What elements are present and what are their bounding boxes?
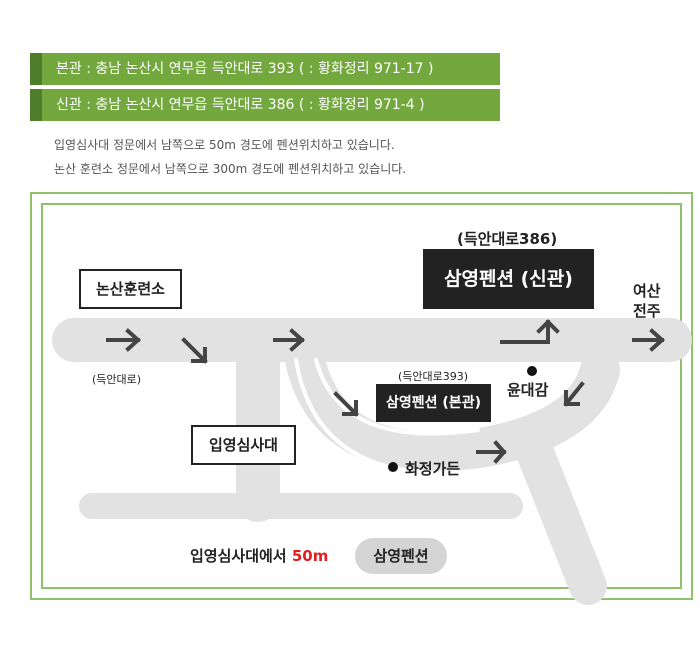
note-line-1: 입영심사대 정문에서 남쪽으로 50m 경도에 펜션위치하고 있습니다.: [54, 138, 395, 152]
diagonal-road: [511, 421, 607, 605]
annex-pension-label: 삼영펜션 (신관): [423, 249, 594, 309]
map-inner-frame: [41, 203, 682, 589]
road-left-label: (득안대로): [92, 373, 142, 386]
arrow-southwest-icon: [563, 381, 585, 407]
arrow-east-1-icon: [106, 328, 141, 352]
footer-pension-pill: 삼영펜션: [355, 538, 447, 574]
annex-road-label: (득안대로386): [457, 230, 558, 248]
arrow-east-4-icon: [476, 440, 507, 464]
footer-distance-text: 입영심사대에서 50m: [190, 545, 328, 566]
yundaegam-marker-icon: [527, 366, 537, 376]
main-address-bar: 본관 : 충남 논산시 연무읍 득안대로 393 ( : 황화정리 971-17…: [30, 53, 500, 85]
garden-marker-icon: [388, 462, 398, 472]
reception-label: 입영심사대: [191, 425, 296, 465]
arrow-east-2-icon: [273, 328, 305, 352]
destination-line-1: 여산: [633, 282, 661, 300]
arrow-southeast-1-icon: [181, 337, 208, 364]
arrow-east-3-icon: [632, 328, 665, 352]
arrow-turn-up-icon: [500, 319, 560, 344]
annex-address-text: 신관 : 충남 논산시 연무읍 득안대로 386 ( : 황화정리 971-4 …: [56, 97, 425, 113]
destination-label: 여산 전주: [633, 281, 661, 321]
arrow-southeast-2-icon: [333, 391, 359, 417]
curve-road: [285, 340, 620, 472]
main-road-label: (득안대로393): [398, 370, 469, 383]
curve-road-lane-2: [314, 358, 480, 436]
footer-distance: 50m: [291, 547, 329, 565]
annex-address-bar: 신관 : 충남 논산시 연무읍 득안대로 386 ( : 황화정리 971-4 …: [30, 89, 500, 121]
garden-label: 화정가든: [405, 460, 461, 478]
footer-prefix: 입영심사대에서: [190, 547, 287, 565]
training-center-label: 논산훈련소: [79, 269, 182, 309]
destination-line-2: 전주: [633, 302, 661, 320]
main-pension-label: 삼영펜션 (본관): [376, 384, 491, 422]
note-line-2: 논산 훈련소 정문에서 남쪽으로 300m 경도에 펜션위치하고 있습니다.: [54, 162, 407, 176]
curve-road-lane-1: [294, 358, 484, 475]
main-address-text: 본관 : 충남 논산시 연무읍 득안대로 393 ( : 황화정리 971-17…: [56, 61, 434, 77]
map-frame: [30, 192, 693, 600]
yundaegam-label: 윤대감: [507, 381, 549, 399]
